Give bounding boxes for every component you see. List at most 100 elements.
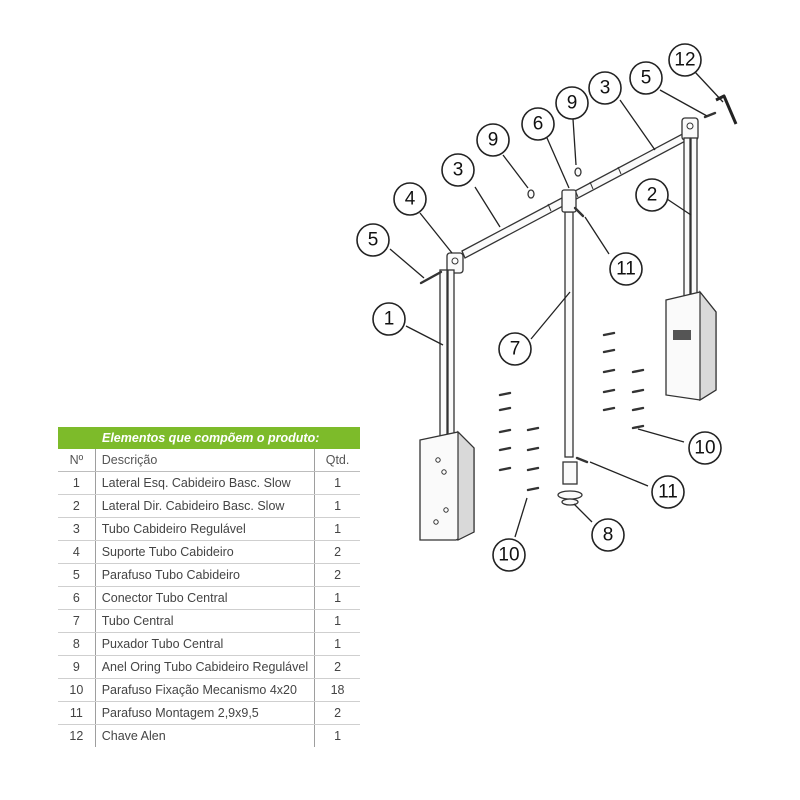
callout-1: 1 bbox=[372, 302, 406, 336]
row-quantity: 2 bbox=[314, 540, 360, 564]
row-number: 1 bbox=[58, 471, 96, 495]
oring-left bbox=[527, 189, 535, 199]
assembly-screw-top bbox=[573, 206, 585, 218]
svg-text:10: 10 bbox=[694, 438, 715, 459]
callout-9-left: 9 bbox=[476, 123, 510, 157]
callout-6: 6 bbox=[521, 107, 555, 141]
svg-text:11: 11 bbox=[616, 259, 636, 280]
parts-table-title: Elementos que compõem o produto: bbox=[58, 427, 360, 449]
row-number: 7 bbox=[58, 609, 96, 633]
callout-7: 7 bbox=[498, 332, 532, 366]
row-description: Anel Oring Tubo Cabideiro Regulável bbox=[95, 655, 315, 679]
row-number: 5 bbox=[58, 563, 96, 587]
callout-11-bottom: 11 bbox=[651, 475, 685, 509]
header-quantity: Qtd. bbox=[314, 449, 360, 472]
mechanism-screws-right bbox=[602, 331, 645, 430]
left-tube-support bbox=[446, 252, 464, 274]
assembly-screw-bottom bbox=[575, 456, 589, 464]
row-quantity: 2 bbox=[314, 563, 360, 587]
parts-table-title-row: Elementos que compõem o produto: bbox=[58, 427, 360, 449]
svg-text:5: 5 bbox=[641, 68, 652, 89]
row-quantity: 1 bbox=[314, 471, 360, 495]
callout-12: 12 bbox=[668, 43, 702, 77]
row-quantity: 1 bbox=[314, 632, 360, 656]
row-description: Parafuso Fixação Mecanismo 4x20 bbox=[95, 678, 315, 702]
svg-text:12: 12 bbox=[674, 50, 695, 71]
callout-5-left: 5 bbox=[356, 223, 390, 257]
row-number: 11 bbox=[58, 701, 96, 725]
row-description: Puxador Tubo Central bbox=[95, 632, 315, 656]
left-side-arm bbox=[419, 269, 475, 541]
row-description: Parafuso Montagem 2,9x9,5 bbox=[95, 701, 315, 725]
row-quantity: 2 bbox=[314, 701, 360, 725]
row-description: Parafuso Tubo Cabideiro bbox=[95, 563, 315, 587]
callout-4: 4 bbox=[393, 182, 427, 216]
row-number: 9 bbox=[58, 655, 96, 679]
right-tube-support bbox=[681, 117, 699, 141]
row-description: Lateral Dir. Cabideiro Basc. Slow bbox=[95, 494, 315, 518]
row-quantity: 18 bbox=[314, 678, 360, 702]
row-description: Conector Tubo Central bbox=[95, 586, 315, 610]
row-number: 2 bbox=[58, 494, 96, 518]
svg-text:1: 1 bbox=[384, 309, 395, 330]
row-quantity: 2 bbox=[314, 655, 360, 679]
row-description: Lateral Esq. Cabideiro Basc. Slow bbox=[95, 471, 315, 495]
svg-text:2: 2 bbox=[647, 185, 658, 206]
mechanism-screws-left bbox=[498, 391, 540, 492]
row-quantity: 1 bbox=[314, 724, 360, 747]
row-quantity: 1 bbox=[314, 517, 360, 541]
row-description: Tubo Cabideiro Regulável bbox=[95, 517, 315, 541]
svg-text:4: 4 bbox=[405, 189, 416, 210]
row-description: Tubo Central bbox=[95, 609, 315, 633]
oring-right bbox=[574, 167, 582, 177]
table-row: 12 Chave Alen 1 bbox=[58, 724, 360, 747]
svg-text:3: 3 bbox=[600, 78, 611, 99]
svg-text:9: 9 bbox=[488, 130, 499, 151]
callout-2: 2 bbox=[635, 178, 669, 212]
row-number: 12 bbox=[58, 724, 96, 747]
row-quantity: 1 bbox=[314, 586, 360, 610]
row-description: Suporte Tubo Cabideiro bbox=[95, 540, 315, 564]
central-tube bbox=[557, 189, 583, 506]
callout-10-left: 10 bbox=[492, 538, 526, 572]
row-number: 10 bbox=[58, 678, 96, 702]
row-number: 6 bbox=[58, 586, 96, 610]
left-tube-screw bbox=[419, 270, 443, 285]
right-side-arm bbox=[665, 137, 717, 402]
row-number: 4 bbox=[58, 540, 96, 564]
allen-key bbox=[715, 94, 738, 125]
callout-5-right: 5 bbox=[629, 61, 663, 95]
callout-9-right: 9 bbox=[555, 86, 589, 120]
svg-text:3: 3 bbox=[453, 160, 464, 181]
callout-8: 8 bbox=[591, 518, 625, 552]
svg-text:6: 6 bbox=[533, 114, 544, 135]
svg-text:5: 5 bbox=[368, 230, 379, 251]
row-quantity: 1 bbox=[314, 494, 360, 518]
row-quantity: 1 bbox=[314, 609, 360, 633]
row-number: 8 bbox=[58, 632, 96, 656]
header-number: Nº bbox=[58, 449, 96, 472]
svg-text:10: 10 bbox=[498, 545, 519, 566]
svg-text:7: 7 bbox=[510, 339, 521, 360]
svg-text:8: 8 bbox=[603, 525, 614, 546]
svg-text:11: 11 bbox=[658, 482, 678, 503]
callout-11-top: 11 bbox=[609, 252, 643, 286]
svg-text:9: 9 bbox=[567, 93, 578, 114]
callout-3-right: 3 bbox=[588, 71, 622, 105]
row-number: 3 bbox=[58, 517, 96, 541]
parts-table-header: Nº Descrição Qtd. bbox=[58, 449, 360, 472]
callout-3-left: 3 bbox=[441, 153, 475, 187]
parts-list-table: Elementos que compõem o produto: Nº Desc… bbox=[58, 427, 360, 747]
row-description: Chave Alen bbox=[101, 729, 166, 743]
